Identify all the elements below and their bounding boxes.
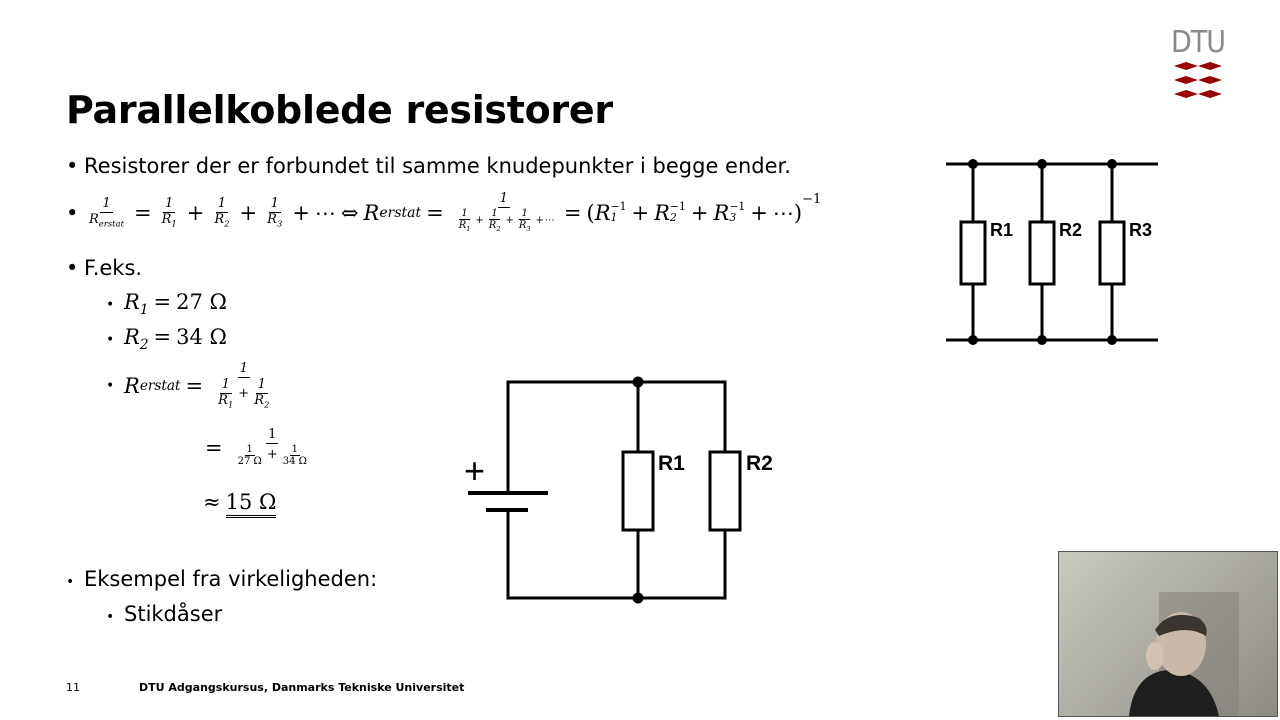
label-r2: R2 [1059, 220, 1082, 240]
presenter-video-icon [1129, 592, 1239, 716]
presenter-webcam [1058, 551, 1278, 717]
label-r1: R1 [990, 220, 1013, 240]
dtu-logo: DTU [1166, 28, 1230, 108]
sub-bullet-r1: •R1=27 Ω [106, 290, 227, 319]
result-value: 15 Ω [225, 490, 277, 518]
dtu-logo-text: DTU [1170, 25, 1226, 60]
dtu-logo-mark-icon [1174, 62, 1222, 98]
calc-result: ≈15 Ω [200, 490, 277, 518]
parallel-resistors-diagram: R1 R2 R3 [946, 159, 1158, 345]
resistor-r2 [708, 450, 742, 532]
bullet-dot-icon: • [66, 154, 79, 178]
frac-r-erstat: 1 Rerstat [89, 195, 124, 229]
label-r1: R1 [658, 452, 685, 475]
bullet-dot-icon: • [106, 609, 115, 625]
bullet-real-example: •Eksempel fra virkeligheden: [66, 567, 378, 591]
battery-plus-sign: + [464, 450, 485, 491]
resistor-r3 [1098, 220, 1126, 286]
bullet-dot-icon: • [66, 200, 79, 225]
battery-parallel-circuit: + R1 R2 [464, 376, 773, 604]
bullet-example-intro: •F.eks. [66, 256, 143, 280]
page-number: 11 [66, 681, 80, 694]
sub-bullet-r2: •R2=34 Ω [106, 325, 227, 354]
footer-text: DTU Adgangskursus, Danmarks Tekniske Uni… [139, 681, 465, 694]
bullet-definition: •Resistorer der er forbundet til samme k… [66, 154, 791, 178]
resistor-r1 [621, 450, 655, 532]
label-r3: R3 [1129, 220, 1152, 240]
bullet-definition-text: Resistorer der er forbundet til samme kn… [84, 154, 791, 178]
resistor-r1 [959, 220, 987, 286]
resistor-r2 [1028, 220, 1056, 286]
bullet-dot-icon: • [66, 574, 75, 590]
slide-title: Parallelkoblede resistorer [66, 88, 613, 132]
bullet-dot-icon: • [66, 256, 79, 280]
sub-bullet-stikdaser: •Stikdåser [106, 602, 223, 626]
label-r2: R2 [746, 452, 773, 475]
